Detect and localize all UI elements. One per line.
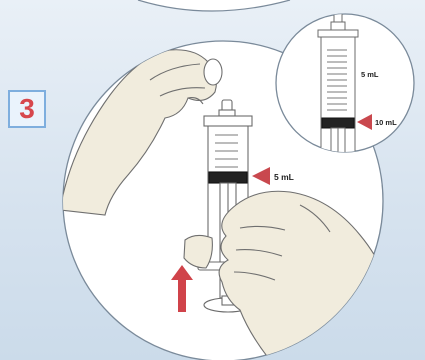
step-number-badge: 3 xyxy=(8,90,46,128)
main-marker-label: 5 mL xyxy=(274,172,294,182)
inset-plunger-stopper xyxy=(322,118,354,128)
inset-lower-marker-label: 10 mL xyxy=(375,118,397,127)
plunger-stopper xyxy=(209,172,247,183)
inset-syringe xyxy=(318,12,358,160)
previous-step-circle-edge xyxy=(138,0,290,11)
syringe-cap xyxy=(204,59,222,85)
step-number: 3 xyxy=(19,95,35,123)
inset-upper-marker-label: 5 mL xyxy=(361,70,379,79)
